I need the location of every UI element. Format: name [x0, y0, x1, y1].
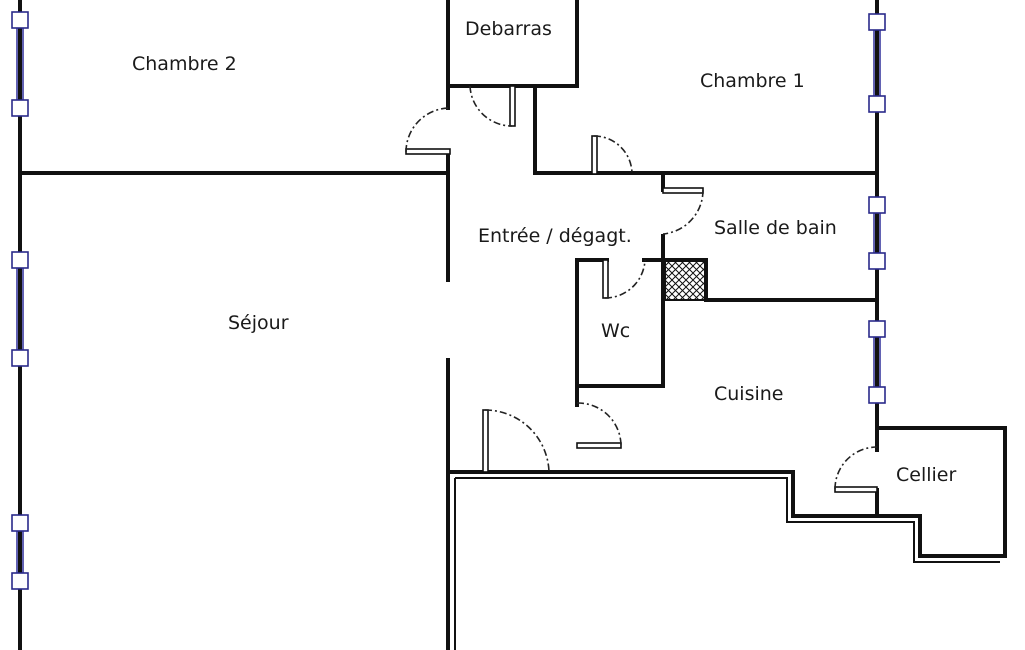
door-chambre2: [405, 107, 451, 155]
door-salle-de-bain: [662, 187, 704, 235]
label-chambre1: Chambre 1: [700, 70, 805, 92]
doors: [405, 85, 878, 493]
label-wc: Wc: [601, 320, 630, 342]
label-salle-de-bain: Salle de bain: [714, 217, 837, 239]
technical-duct: [664, 259, 706, 301]
window-salle-de-bain: [868, 196, 886, 270]
door-wc: [602, 259, 646, 299]
door-cellier: [834, 446, 878, 493]
door-entree: [482, 409, 550, 473]
window-sejour-2: [11, 514, 29, 590]
windows: [11, 11, 886, 590]
wall-wc: [575, 258, 665, 388]
window-cuisine: [868, 320, 886, 404]
window-chambre2: [11, 11, 29, 117]
label-debarras: Debarras: [465, 18, 552, 40]
door-cuisine: [576, 402, 622, 449]
window-chambre1: [868, 13, 886, 113]
door-debarras: [469, 85, 516, 127]
label-cuisine: Cuisine: [714, 383, 784, 405]
wall-debarras: [446, 0, 579, 88]
label-chambre2: Chambre 2: [132, 53, 237, 75]
label-cellier: Cellier: [896, 464, 956, 486]
window-sejour-1: [11, 251, 29, 367]
label-entree: Entrée / dégagt.: [478, 225, 632, 247]
bottom-wall-inner-line: [455, 477, 1000, 563]
room-labels: Debarras Chambre 2 Chambre 1 Entrée / dé…: [132, 18, 956, 486]
door-chambre1: [591, 135, 633, 175]
bottom-wall: [446, 426, 1007, 650]
label-sejour: Séjour: [228, 312, 289, 334]
